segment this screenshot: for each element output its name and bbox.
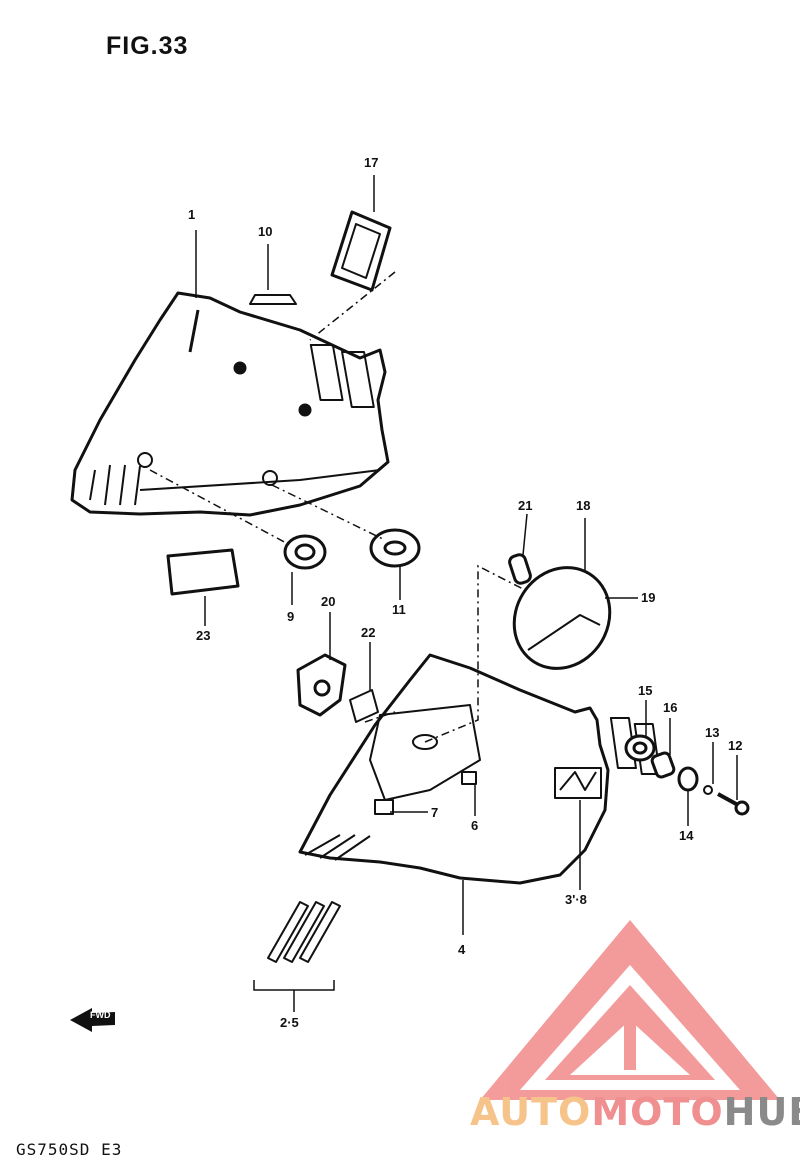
- callout-4: 4: [458, 942, 466, 957]
- callout-19: 19: [641, 590, 656, 605]
- small-parts: [166, 210, 750, 963]
- model-code: GS750SD E3: [16, 1140, 123, 1159]
- callout-22: 22: [361, 625, 376, 640]
- callout-18: 18: [576, 498, 591, 513]
- callout-6: 6: [471, 818, 479, 833]
- callout-3-8: 3'·8: [565, 892, 587, 907]
- callout-1: 1: [188, 207, 196, 222]
- frame-cover-upper: [70, 291, 390, 517]
- callout-2-5: 2·5: [280, 1015, 299, 1030]
- callout-20: 20: [321, 594, 336, 609]
- watermark-moto: MOTO: [591, 1090, 724, 1134]
- watermark-brand: AUTOMOTOHUB: [470, 1090, 800, 1134]
- figure-title: FIG.33: [106, 32, 189, 60]
- callout-9: 9: [287, 609, 295, 624]
- frame-cover-lower: [298, 653, 661, 885]
- watermark-logo-icon: [480, 920, 780, 1100]
- callout-17: 17: [364, 155, 379, 170]
- callout-12: 12: [728, 738, 743, 753]
- leader-lines: [149, 175, 738, 1012]
- callout-15: 15: [638, 683, 653, 698]
- callout-23: 23: [196, 628, 211, 643]
- watermark-auto: AUTO: [470, 1090, 592, 1134]
- callout-10: 10: [258, 224, 273, 239]
- fwd-arrow-icon: [70, 1008, 115, 1032]
- callout-13: 13: [705, 725, 720, 740]
- callout-14: 14: [679, 828, 694, 843]
- callout-11: 11: [392, 602, 406, 617]
- fwd-arrow-label: FWD: [90, 1010, 111, 1020]
- callout-16: 16: [663, 700, 678, 715]
- callout-21: 21: [518, 498, 533, 513]
- watermark-hub: HUB: [723, 1090, 800, 1134]
- callout-7: 7: [431, 805, 439, 820]
